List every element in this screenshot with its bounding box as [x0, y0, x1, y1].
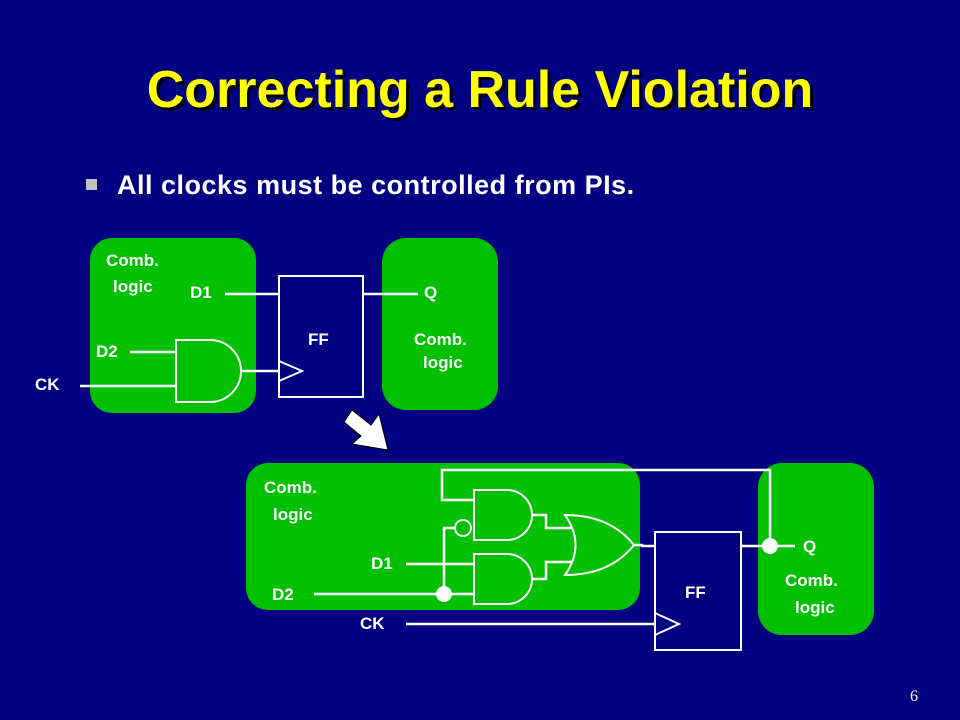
before-comb-logic-right-label-1: Comb. [414, 330, 467, 349]
after-bottom-and-gate-icon [473, 553, 533, 605]
after-or-gate-icon [563, 513, 636, 577]
after-d1-label: D1 [371, 554, 393, 573]
before-and-gate-icon [175, 339, 242, 403]
after-flip-flop [654, 531, 742, 651]
after-comb-logic-right-label-2: logic [795, 598, 835, 617]
after-comb-logic-right-label-1: Comb. [785, 571, 838, 590]
page-number: 6 [910, 688, 918, 705]
after-inverter-bubble-icon [454, 519, 472, 537]
after-bottom-and-out-wire [532, 560, 575, 581]
after-comb-logic-left-label-2: logic [273, 505, 313, 524]
before-comb-logic-left-label-2: logic [113, 277, 153, 296]
after-circuit: Comb. logic Comb. logic FF CK Q D1 D2 [246, 463, 874, 651]
bullet-text: All clocks must be controlled from PIs. [117, 170, 635, 200]
before-comb-logic-right-label-2: logic [423, 353, 463, 372]
after-top-and-gate-icon [473, 489, 533, 541]
before-comb-logic-left-label-1: Comb. [106, 251, 159, 270]
before-comb-logic-right-block [382, 238, 498, 410]
after-top-and-out-wire [532, 513, 575, 530]
after-ff-label: FF [685, 583, 706, 602]
bullet-square-icon [86, 179, 97, 190]
before-d2-label: D2 [96, 342, 118, 361]
before-ff-label: FF [308, 330, 329, 349]
after-comb-logic-right-block [758, 463, 874, 635]
before-ck-label: CK [35, 375, 60, 394]
slide-title: Correcting a Rule Violation [146, 61, 814, 119]
transform-arrow-icon [343, 409, 389, 451]
before-clock-triangle-icon [278, 360, 305, 382]
after-d2-branch-wire [442, 526, 454, 594]
before-q-label: Q [424, 283, 437, 302]
after-d2-label: D2 [272, 585, 294, 604]
after-or-out-wire [634, 543, 655, 548]
before-flip-flop [278, 275, 364, 398]
after-feedback-wire [440, 468, 772, 546]
before-circuit: Comb. logic Comb. logic FF D1 Q D2 CK [35, 238, 498, 413]
after-ck-label: CK [360, 614, 385, 633]
after-comb-logic-left-label-1: Comb. [264, 478, 317, 497]
after-q-label: Q [803, 537, 816, 556]
bullet-item: All clocks must be controlled from PIs. [86, 170, 635, 201]
after-clock-triangle-icon [654, 612, 682, 636]
before-d1-label: D1 [190, 283, 212, 302]
